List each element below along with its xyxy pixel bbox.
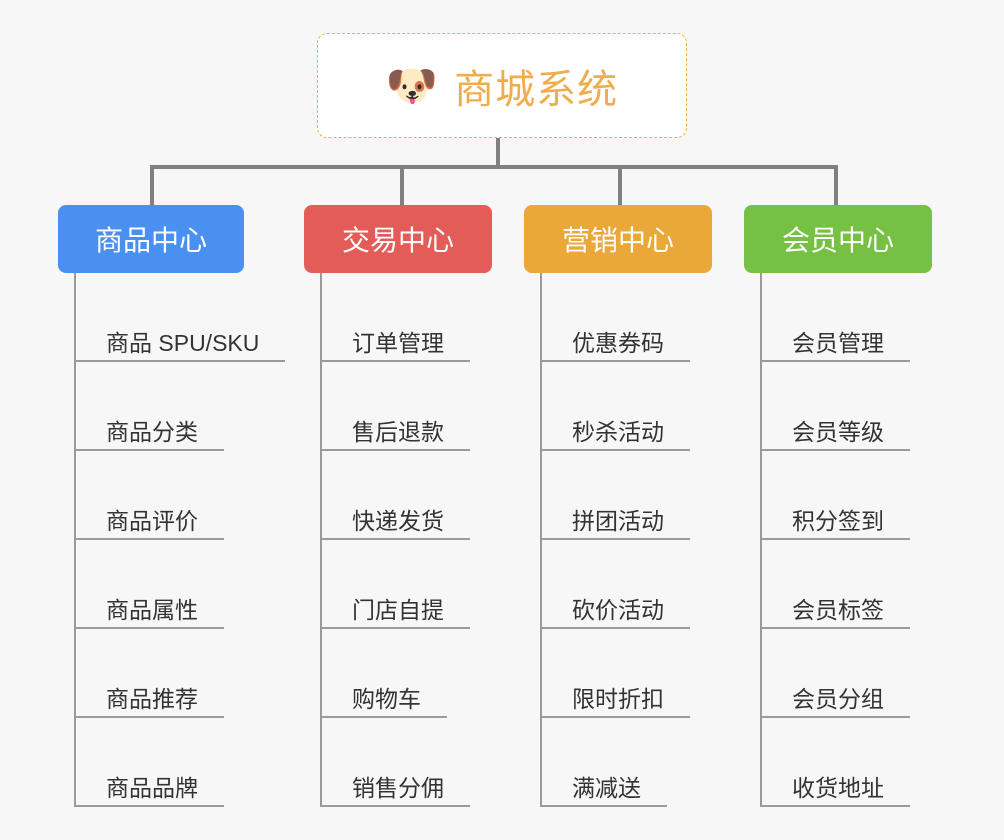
- list-item[interactable]: 快递发货: [322, 451, 492, 540]
- category-columns: 商品中心 商品 SPU/SKU 商品分类 商品评价 商品属性 商品推荐 商品品牌…: [0, 205, 1004, 840]
- leaf-list-3: 优惠券码 秒杀活动 拼团活动 砍价活动 限时折扣 满减送: [540, 273, 712, 807]
- leaf-label: 商品 SPU/SKU: [106, 329, 260, 356]
- root-title: 商城系统: [454, 67, 619, 112]
- leaf-label: 门店自提: [352, 596, 444, 623]
- list-item[interactable]: 会员标签: [762, 540, 932, 629]
- list-item[interactable]: 会员分组: [762, 629, 932, 718]
- root-node[interactable]: 🐶 商城系统: [317, 33, 687, 138]
- list-item[interactable]: 限时折扣: [542, 629, 712, 718]
- category-header-3[interactable]: 营销中心: [524, 205, 712, 273]
- connector-drop-2: [400, 165, 404, 205]
- leaf-label: 会员分组: [792, 685, 884, 712]
- leaf-label: 商品品牌: [106, 774, 198, 801]
- leaf-label: 拼团活动: [572, 507, 664, 534]
- leaf-list-2: 订单管理 售后退款 快递发货 门店自提 购物车 销售分佣: [320, 273, 492, 807]
- list-item[interactable]: 购物车: [322, 629, 492, 718]
- connector-drop-1: [150, 165, 154, 205]
- root-node-wrapper: 🐶 商城系统: [0, 33, 1004, 138]
- list-item[interactable]: 会员等级: [762, 362, 932, 451]
- category-column-会员中心: 会员中心 会员管理 会员等级 积分签到 会员标签 会员分组 收货地址: [744, 205, 932, 807]
- leaf-label: 商品属性: [106, 596, 198, 623]
- leaf-label: 订单管理: [352, 329, 444, 356]
- list-item[interactable]: 商品 SPU/SKU: [76, 273, 286, 362]
- list-item[interactable]: 商品分类: [76, 362, 285, 451]
- leaf-label: 会员标签: [792, 596, 884, 623]
- category-header-label-4: 会员中心: [781, 225, 894, 256]
- category-header-label-2: 交易中心: [341, 225, 454, 256]
- leaf-label: 会员等级: [792, 418, 884, 445]
- list-item[interactable]: 销售分佣: [322, 718, 492, 807]
- leaf-label: 购物车: [352, 685, 421, 712]
- category-header-1[interactable]: 商品中心: [58, 205, 244, 273]
- list-item[interactable]: 砍价活动: [542, 540, 712, 629]
- leaf-label: 满减送: [572, 774, 641, 801]
- leaf-label: 快递发货: [352, 507, 444, 534]
- list-item[interactable]: 订单管理: [322, 273, 492, 362]
- category-column-商品中心: 商品中心 商品 SPU/SKU 商品分类 商品评价 商品属性 商品推荐 商品品牌: [58, 205, 286, 807]
- list-item[interactable]: 商品评价: [76, 451, 285, 540]
- connector-drop-3: [618, 165, 622, 205]
- list-item[interactable]: 拼团活动: [542, 451, 712, 540]
- list-item[interactable]: 优惠券码: [542, 273, 712, 362]
- leaf-label: 售后退款: [352, 418, 444, 445]
- leaf-label: 商品评价: [106, 507, 198, 534]
- leaf-label: 限时折扣: [572, 685, 664, 712]
- leaf-label: 会员管理: [792, 329, 884, 356]
- category-header-2[interactable]: 交易中心: [304, 205, 492, 273]
- list-item[interactable]: 商品品牌: [76, 718, 285, 807]
- list-item[interactable]: 售后退款: [322, 362, 492, 451]
- connector-horizontal-bus: [150, 165, 838, 169]
- category-column-营销中心: 营销中心 优惠券码 秒杀活动 拼团活动 砍价活动 限时折扣 满减送: [524, 205, 712, 807]
- category-column-交易中心: 交易中心 订单管理 售后退款 快递发货 门店自提 购物车 销售分佣: [304, 205, 492, 807]
- list-item[interactable]: 商品属性: [76, 540, 285, 629]
- category-header-label-3: 营销中心: [561, 225, 674, 256]
- leaf-label: 销售分佣: [352, 774, 444, 801]
- leaf-label: 商品分类: [106, 418, 198, 445]
- list-item[interactable]: 收货地址: [762, 718, 932, 807]
- list-item[interactable]: 会员管理: [762, 273, 932, 362]
- list-item[interactable]: 积分签到: [762, 451, 932, 540]
- leaf-list-4: 会员管理 会员等级 积分签到 会员标签 会员分组 收货地址: [760, 273, 932, 807]
- leaf-list-1: 商品 SPU/SKU 商品分类 商品评价 商品属性 商品推荐 商品品牌: [74, 273, 286, 807]
- list-item[interactable]: 门店自提: [322, 540, 492, 629]
- list-item[interactable]: 秒杀活动: [542, 362, 712, 451]
- dog-face-icon: 🐶: [385, 61, 439, 109]
- leaf-label: 优惠券码: [572, 329, 664, 356]
- leaf-label: 秒杀活动: [572, 418, 664, 445]
- category-header-4[interactable]: 会员中心: [744, 205, 932, 273]
- list-item[interactable]: 满减送: [542, 718, 712, 807]
- list-item[interactable]: 商品推荐: [76, 629, 285, 718]
- leaf-label: 积分签到: [792, 507, 884, 534]
- leaf-label: 砍价活动: [572, 596, 664, 623]
- leaf-label: 商品推荐: [106, 685, 198, 712]
- category-header-label-1: 商品中心: [94, 225, 207, 256]
- connector-root-vertical: [496, 138, 500, 168]
- connector-drop-4: [834, 165, 838, 205]
- leaf-label: 收货地址: [792, 774, 884, 801]
